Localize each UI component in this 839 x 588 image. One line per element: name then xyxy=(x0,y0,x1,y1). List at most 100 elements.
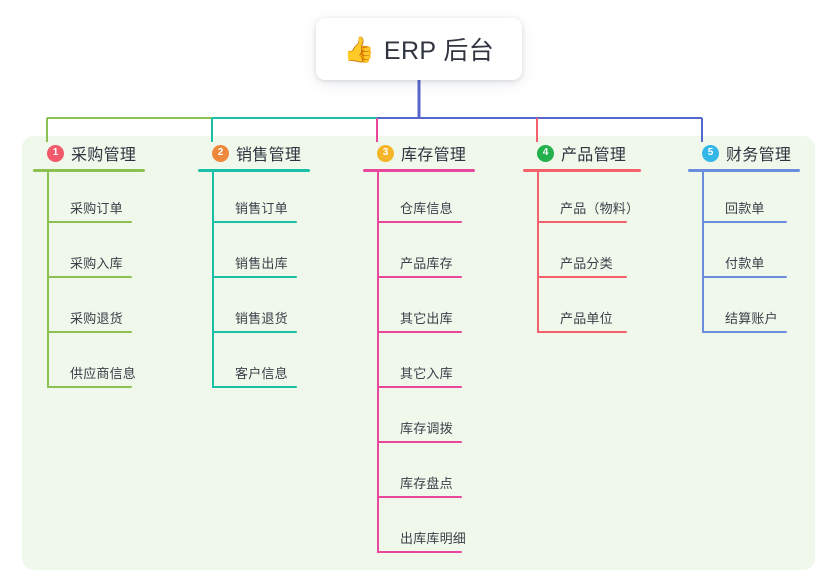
column-spine xyxy=(702,172,704,333)
leaf-node[interactable]: 采购退货 xyxy=(33,282,151,337)
leaf-node-label: 产品分类 xyxy=(560,256,613,271)
leaf-node-rule xyxy=(702,276,787,278)
leaf-node-label: 客户信息 xyxy=(235,366,288,381)
leaf-node[interactable]: 销售出库 xyxy=(198,227,316,282)
leaf-node[interactable]: 销售订单 xyxy=(198,172,316,227)
leaf-node[interactable]: 产品分类 xyxy=(523,227,645,282)
leaf-node-rule xyxy=(537,276,627,278)
leaf-node-rule xyxy=(377,441,462,443)
leaf-node[interactable]: 客户信息 xyxy=(198,337,316,392)
leaf-node-rule xyxy=(47,276,132,278)
leaf-node[interactable]: 其它出库 xyxy=(363,282,481,337)
column-采购管理: 1 采购管理采购订单采购入库采购退货供应商信息 xyxy=(33,140,151,392)
leaf-node[interactable]: 产品库存 xyxy=(363,227,481,282)
leaf-node-label: 其它出库 xyxy=(400,311,453,326)
column-库存管理: 3 库存管理仓库信息产品库存其它出库其它入库库存调拨库存盘点出库库明细 xyxy=(363,140,481,557)
leaf-node-rule xyxy=(47,331,132,333)
column-number-badge: 5 xyxy=(702,144,719,162)
leaf-node[interactable]: 回款单 xyxy=(688,172,806,227)
column-title: 库存管理 xyxy=(401,147,467,164)
leaf-node-label: 销售退货 xyxy=(235,311,288,326)
leaf-node-label: 产品单位 xyxy=(560,311,613,326)
column-title: 销售管理 xyxy=(236,147,302,164)
thumbs-up-icon: 👍 xyxy=(343,34,375,64)
leaf-node-rule xyxy=(212,386,297,388)
root-title: ERP 后台 xyxy=(383,37,495,65)
leaf-node[interactable]: 产品单位 xyxy=(523,282,645,337)
column-title: 财务管理 xyxy=(726,147,792,164)
leaf-node-rule xyxy=(377,386,462,388)
column-title: 产品管理 xyxy=(561,147,627,164)
leaf-node-label: 产品（物料） xyxy=(560,201,640,216)
column-header[interactable]: 3 库存管理 xyxy=(363,140,481,166)
leaf-node[interactable]: 库存调拨 xyxy=(363,392,481,447)
leaf-node-label: 采购退货 xyxy=(70,311,123,326)
leaf-node[interactable]: 产品（物料） xyxy=(523,172,645,227)
column-number-badge: 2 xyxy=(212,144,229,162)
leaf-node-rule xyxy=(212,331,297,333)
leaf-node-label: 结算账户 xyxy=(725,311,778,326)
leaf-node-label: 库存调拨 xyxy=(400,421,453,436)
leaf-node-label: 付款单 xyxy=(725,256,765,271)
leaf-node[interactable]: 销售退货 xyxy=(198,282,316,337)
column-items: 回款单付款单结算账户 xyxy=(688,172,806,337)
column-header[interactable]: 1 采购管理 xyxy=(33,140,151,166)
column-header-rule xyxy=(363,169,475,172)
column-spine xyxy=(377,172,379,553)
column-spine xyxy=(47,172,49,388)
leaf-node[interactable]: 结算账户 xyxy=(688,282,806,337)
leaf-node-rule xyxy=(702,221,787,223)
column-销售管理: 2 销售管理销售订单销售出库销售退货客户信息 xyxy=(198,140,316,392)
leaf-node-label: 采购订单 xyxy=(70,201,123,216)
leaf-node-rule xyxy=(47,386,132,388)
leaf-node-label: 采购入库 xyxy=(70,256,123,271)
leaf-node[interactable]: 其它入库 xyxy=(363,337,481,392)
column-items: 产品（物料） 产品分类产品单位 xyxy=(523,172,645,337)
leaf-node[interactable]: 仓库信息 xyxy=(363,172,481,227)
leaf-node-rule xyxy=(377,276,462,278)
column-title: 采购管理 xyxy=(71,147,137,164)
column-产品管理: 4 产品管理产品（物料） 产品分类产品单位 xyxy=(523,140,645,337)
leaf-node-label: 产品库存 xyxy=(400,256,453,271)
leaf-node[interactable]: 采购订单 xyxy=(33,172,151,227)
leaf-node-label: 供应商信息 xyxy=(70,366,137,381)
column-number-badge: 3 xyxy=(377,144,394,162)
column-spine xyxy=(212,172,214,388)
leaf-node-label: 回款单 xyxy=(725,201,765,216)
leaf-node-rule xyxy=(212,276,297,278)
column-header[interactable]: 2 销售管理 xyxy=(198,140,316,166)
column-spine xyxy=(537,172,539,333)
leaf-node-rule xyxy=(377,221,462,223)
column-header-rule xyxy=(688,169,800,172)
column-number-badge: 1 xyxy=(47,144,64,162)
leaf-node[interactable]: 采购入库 xyxy=(33,227,151,282)
column-items: 仓库信息产品库存其它出库其它入库库存调拨库存盘点出库库明细 xyxy=(363,172,481,557)
column-items: 采购订单采购入库采购退货供应商信息 xyxy=(33,172,151,392)
column-number-badge: 4 xyxy=(537,144,554,162)
leaf-node-label: 出库库明细 xyxy=(400,531,467,546)
leaf-node-rule xyxy=(377,551,462,553)
column-header[interactable]: 5 财务管理 xyxy=(688,140,806,166)
leaf-node-rule xyxy=(702,331,787,333)
leaf-node-label: 销售出库 xyxy=(235,256,288,271)
column-header-rule xyxy=(33,169,145,172)
leaf-node-label: 销售订单 xyxy=(235,201,288,216)
leaf-node-label: 其它入库 xyxy=(400,366,453,381)
leaf-node-rule xyxy=(537,331,627,333)
leaf-node[interactable]: 供应商信息 xyxy=(33,337,151,392)
leaf-node[interactable]: 出库库明细 xyxy=(363,502,481,557)
leaf-node-label: 库存盘点 xyxy=(400,476,453,491)
leaf-node-rule xyxy=(47,221,132,223)
leaf-node[interactable]: 付款单 xyxy=(688,227,806,282)
leaf-node[interactable]: 库存盘点 xyxy=(363,447,481,502)
leaf-node-rule xyxy=(537,221,627,223)
column-header-rule xyxy=(523,169,641,172)
leaf-node-label: 仓库信息 xyxy=(400,201,453,216)
leaf-node-rule xyxy=(377,496,462,498)
leaf-node-rule xyxy=(377,331,462,333)
column-header[interactable]: 4 产品管理 xyxy=(523,140,645,166)
root-node[interactable]: 👍 ERP 后台 xyxy=(316,18,522,80)
leaf-node-rule xyxy=(212,221,297,223)
column-header-rule xyxy=(198,169,310,172)
